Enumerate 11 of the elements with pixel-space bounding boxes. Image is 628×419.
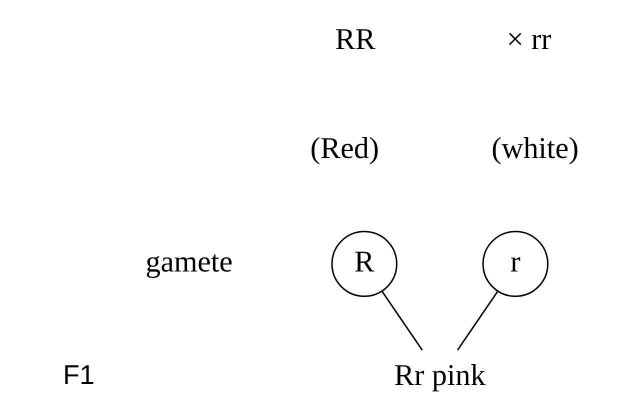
- label: (Red): [310, 130, 379, 165]
- label: RR: [334, 22, 375, 56]
- node-circle: r: [482, 230, 548, 298]
- label: F1: [62, 359, 94, 390]
- node-circle: R: [330, 230, 397, 298]
- label: (white): [490, 130, 578, 165]
- label: gamete: [145, 244, 232, 278]
- connector: [456, 290, 498, 351]
- label: × rr: [506, 22, 551, 56]
- node-text: Rr pink: [394, 358, 486, 392]
- connector: [380, 290, 422, 351]
